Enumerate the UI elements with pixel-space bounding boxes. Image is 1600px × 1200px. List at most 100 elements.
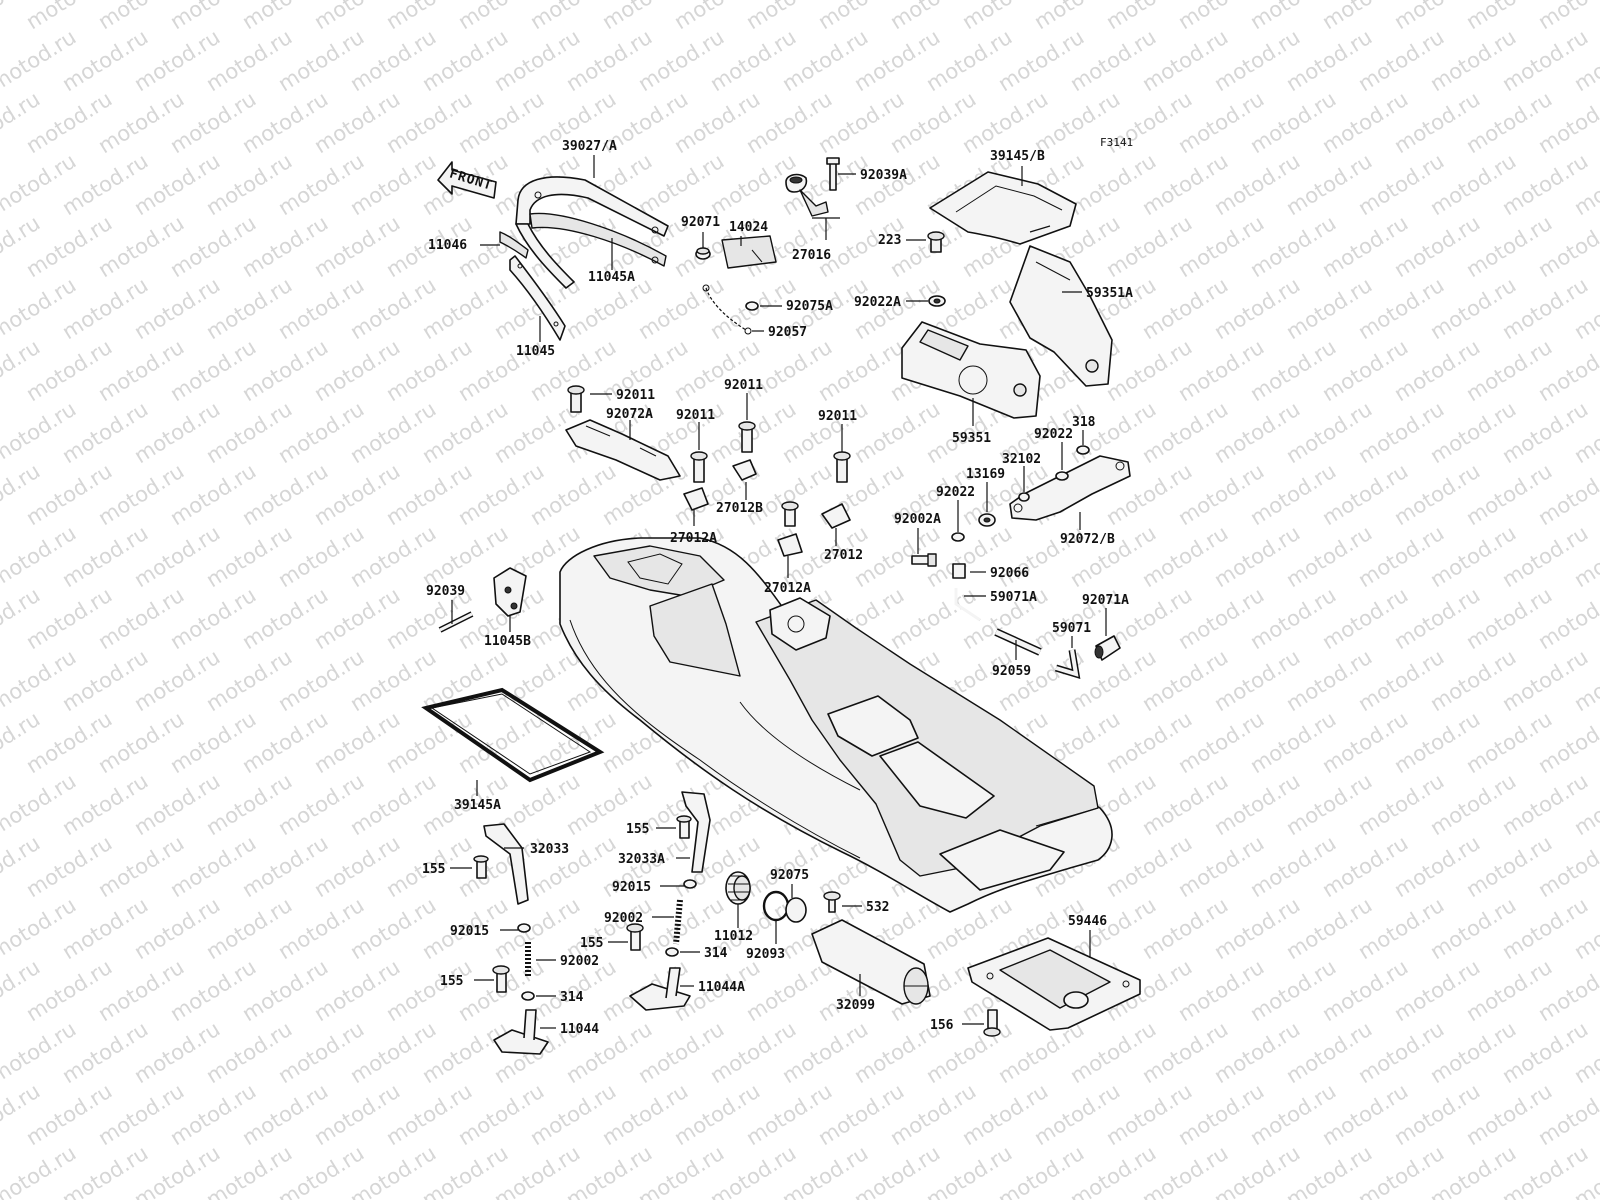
label-532: 532	[866, 900, 889, 915]
label-39145B: 39145/B	[990, 149, 1045, 164]
label-92039A: 92039A	[860, 168, 907, 183]
mat-39145B	[929, 171, 1077, 245]
nut-92015-b	[517, 923, 531, 933]
clip-27012A-b	[777, 533, 803, 557]
label-39027A: 39027/A	[562, 139, 617, 154]
label-92075A: 92075A	[786, 299, 833, 314]
bolt-156	[983, 1009, 1001, 1037]
label-92022A: 92022A	[854, 295, 901, 310]
label-11012: 11012	[714, 929, 753, 944]
label-92011-b: 92011	[676, 408, 715, 423]
label-11045: 11045	[516, 344, 555, 359]
knob-27016	[785, 173, 829, 217]
bellows-11012	[725, 871, 751, 905]
label-92057: 92057	[768, 325, 807, 340]
label-11044: 11044	[560, 1022, 599, 1037]
screw-532	[823, 891, 841, 913]
label-14024: 14024	[729, 220, 768, 235]
stud-92002-a	[673, 899, 683, 945]
label-11046: 11046	[428, 238, 467, 253]
label-92075: 92075	[770, 868, 809, 883]
label-11045B: 11045B	[484, 634, 531, 649]
bracket-32033A	[681, 791, 711, 873]
washer-92022-b	[951, 532, 965, 542]
bolt-155-b	[473, 855, 489, 879]
cover-59446	[967, 937, 1141, 1031]
label-155-d: 155	[440, 974, 463, 989]
label-27012B: 27012B	[716, 501, 763, 516]
washer-92022-a	[1055, 471, 1069, 481]
label-27016: 27016	[792, 248, 831, 263]
label-92066: 92066	[990, 566, 1029, 581]
label-59446: 59446	[1068, 914, 1107, 929]
hull-body	[559, 537, 1113, 913]
silencer-32099	[811, 919, 931, 1005]
nut-32102	[1018, 492, 1030, 502]
bolt-155-d	[492, 965, 510, 993]
label-59071: 59071	[1052, 621, 1091, 636]
pin-92039	[438, 611, 474, 633]
bolt-92002A	[911, 553, 937, 567]
label-92015-b: 92015	[450, 924, 489, 939]
fitting-92071A	[1094, 635, 1121, 661]
label-13169: 13169	[966, 467, 1005, 482]
bolt-155-c	[626, 923, 644, 951]
label-27012A-b: 27012A	[764, 581, 811, 596]
label-155-a: 155	[626, 822, 649, 837]
label-223: 223	[878, 233, 901, 248]
bolt-92039A	[826, 157, 840, 191]
bracket-11045B	[493, 567, 527, 617]
nut-314-b	[521, 991, 535, 1001]
label-92072A: 92072A	[606, 407, 653, 422]
label-27012A-a: 27012A	[670, 531, 717, 546]
label-92039: 92039	[426, 584, 465, 599]
cover-14024	[721, 235, 777, 269]
label-314-a: 314	[704, 946, 728, 961]
bolt-155-a	[676, 815, 692, 839]
label-11044A: 11044A	[698, 980, 745, 995]
label-32033: 32033	[530, 842, 569, 857]
bolt-92011-a	[567, 385, 585, 413]
handle-trim-11045	[509, 255, 566, 341]
handle-pole-39027A	[515, 176, 669, 289]
callout-labels: 39027/A 11046 11045A 11045 92071 14024 9…	[422, 139, 1133, 1037]
fitting-92066	[952, 563, 966, 579]
label-59071A: 59071A	[990, 590, 1037, 605]
label-59351: 59351	[952, 431, 991, 446]
cap-92075A	[745, 301, 759, 311]
label-92022-b: 92022	[936, 485, 975, 500]
handle-pad-11046	[499, 231, 529, 259]
label-92072B: 92072/B	[1060, 532, 1115, 547]
figure-code: F3141	[1100, 136, 1133, 149]
label-92011-c: 92011	[724, 378, 763, 393]
label-11045A: 11045A	[588, 270, 635, 285]
label-27012: 27012	[824, 548, 863, 563]
label-314-b: 314	[560, 990, 584, 1005]
watermark-text: motod.ru	[1534, 0, 1600, 34]
label-92059: 92059	[992, 664, 1031, 679]
label-32102: 32102	[1002, 452, 1041, 467]
nut-92015-a	[683, 879, 697, 889]
label-92002A: 92002A	[894, 512, 941, 527]
bolt-27012-mid	[781, 501, 799, 527]
label-59351A: 59351A	[1086, 286, 1133, 301]
pipe-59071A	[954, 588, 981, 622]
washer-92022A	[928, 295, 946, 307]
clip-27012A-a	[683, 487, 709, 511]
label-155-b: 155	[422, 862, 445, 877]
hose-92059	[994, 628, 1042, 656]
label-92015-a: 92015	[612, 880, 651, 895]
label-92071A: 92071A	[1082, 593, 1129, 608]
ring-13169	[978, 513, 996, 527]
bolt-92011-d	[833, 451, 851, 483]
bracket-11044A	[629, 967, 691, 1011]
bolt-92011-c	[738, 421, 756, 453]
clip-27012	[821, 503, 851, 529]
clip-27012B	[732, 459, 757, 481]
cover-59351	[901, 321, 1041, 419]
label-92002-b: 92002	[560, 954, 599, 969]
label-92011-d: 92011	[818, 409, 857, 424]
label-92002-a: 92002	[604, 911, 643, 926]
cap-92071	[695, 247, 711, 260]
